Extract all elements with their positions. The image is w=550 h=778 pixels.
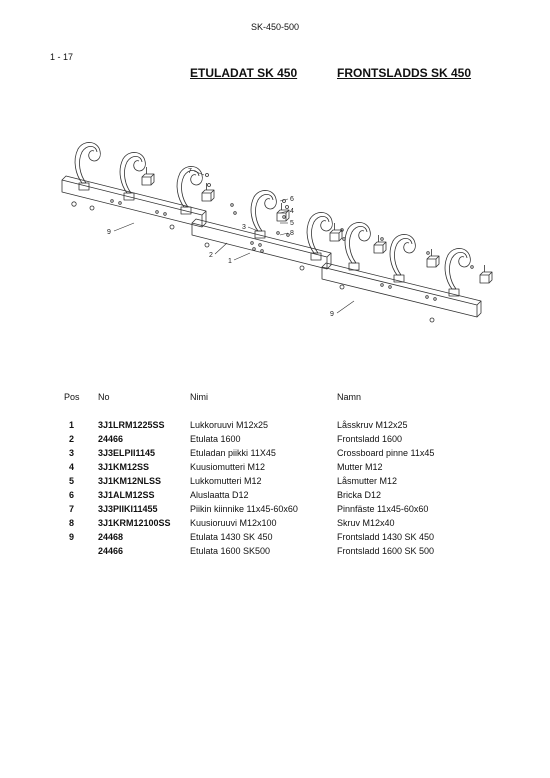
beam-middle — [191, 218, 332, 271]
callout-6: 6 — [290, 196, 294, 203]
row-name-fi: Kuusioruuvi M12x100 — [190, 518, 277, 528]
row-pos: 5 — [69, 476, 75, 486]
row-part-number: 3J3PIIKI11455 — [98, 504, 158, 514]
table-row: 9 24468 Etulata 1430 SK 450 Frontsladd 1… — [0, 532, 550, 546]
table-row: 8 3J1KRM12100SS Kuusioruuvi M12x100 Skru… — [0, 518, 550, 532]
row-name-fi: Etulata 1430 SK 450 — [190, 532, 273, 542]
callout-1: 1 — [228, 258, 232, 265]
table-row: 4 3J1KM12SS Kuusiomutteri M12 Mutter M12 — [0, 462, 550, 476]
document-code: SK-450-500 — [250, 22, 300, 32]
beam-right — [321, 262, 482, 323]
table-row: 24466 Etulata 1600 SK500 Frontsladd 1600… — [0, 546, 550, 560]
row-part-number: 3J3ELPII1145 — [98, 448, 156, 458]
title-finnish: ETULADAT SK 450 — [190, 66, 298, 80]
row-pos: 6 — [69, 490, 75, 500]
row-name-sv: Pinnfäste 11x45-60x60 — [337, 504, 429, 514]
title-swedish: FRONTSLADDS SK 450 — [337, 66, 472, 80]
row-part-number: 24466 — [98, 546, 124, 556]
row-name-sv: Låsmutter M12 — [337, 476, 398, 486]
row-name-fi: Etulata 1600 — [190, 434, 241, 444]
parts-list: 1 3J1LRM1225SS Lukkoruuvi M12x25 Låsskru… — [0, 420, 550, 560]
row-pos: 7 — [69, 504, 75, 514]
row-pos: 3 — [69, 448, 75, 458]
table-row: 2 24466 Etulata 1600 Frontsladd 1600 — [0, 434, 550, 448]
row-name-sv: Crossboard pinne 11x45 — [337, 448, 435, 458]
table-row: 6 3J1ALM12SS Aluslaatta D12 Bricka D12 — [0, 490, 550, 504]
callout-2: 2 — [209, 252, 213, 259]
callout-8: 8 — [290, 230, 294, 237]
callout-5: 5 — [290, 220, 294, 227]
row-name-sv: Mutter M12 — [337, 462, 383, 472]
row-name-fi: Lukkoruuvi M12x25 — [190, 420, 269, 430]
row-pos: 8 — [69, 518, 75, 528]
row-name-fi: Lukkomutteri M12 — [190, 476, 262, 486]
row-part-number: 3J1ALM12SS — [98, 490, 155, 500]
row-part-number: 3J1KM12NLSS — [98, 476, 162, 486]
table-row: 3 3J3ELPII1145 Etuladan piikki 11X45 Cro… — [0, 448, 550, 462]
row-name-fi: Kuusiomutteri M12 — [190, 462, 266, 472]
row-part-number: 3J1KM12SS — [98, 462, 150, 472]
row-part-number: 3J1LRM1225SS — [98, 420, 165, 430]
page-number: 1 - 17 — [50, 52, 74, 62]
row-name-sv: Låsskruv M12x25 — [337, 420, 408, 430]
callout-7: 7 — [188, 168, 192, 175]
row-part-number: 24468 — [98, 532, 124, 542]
header-no: No — [98, 392, 110, 402]
beam-left — [61, 175, 207, 230]
table-row: 7 3J3PIIKI11455 Piikin kiinnike 11x45-60… — [0, 504, 550, 518]
row-pos: 9 — [69, 532, 75, 542]
row-name-sv: Skruv M12x40 — [337, 518, 395, 528]
callout-3: 3 — [242, 224, 246, 231]
row-part-number: 24466 — [98, 434, 124, 444]
table-row: 5 3J1KM12NLSS Lukkomutteri M12 Låsmutter… — [0, 476, 550, 490]
row-name-fi: Aluslaatta D12 — [190, 490, 249, 500]
row-pos: 4 — [69, 462, 75, 472]
row-name-sv: Bricka D12 — [337, 490, 382, 500]
row-pos: 2 — [69, 434, 75, 444]
callout-4: 4 — [290, 208, 294, 215]
row-name-fi: Etuladan piikki 11X45 — [190, 448, 276, 458]
row-name-sv: Frontsladd 1600 — [337, 434, 403, 444]
header-name-fi: Nimi — [190, 392, 208, 402]
exploded-assembly-drawing: 9 2 9 6 4 5 8 3 7 1 — [52, 135, 498, 345]
row-name-fi: Etulata 1600 SK500 — [190, 546, 271, 556]
row-part-number: 3J1KRM12100SS — [98, 518, 171, 528]
header-name-sv: Namn — [337, 392, 362, 402]
row-name-sv: Frontsladd 1430 SK 450 — [337, 532, 435, 542]
callout-9-left: 9 — [107, 229, 111, 236]
row-name-fi: Piikin kiinnike 11x45-60x60 — [190, 504, 298, 514]
header-pos: Pos — [64, 392, 80, 402]
table-row: 1 3J1LRM1225SS Lukkoruuvi M12x25 Låsskru… — [0, 420, 550, 434]
callout-9-right: 9 — [330, 311, 334, 318]
row-name-sv: Frontsladd 1600 SK 500 — [337, 546, 435, 556]
row-pos: 1 — [69, 420, 75, 430]
